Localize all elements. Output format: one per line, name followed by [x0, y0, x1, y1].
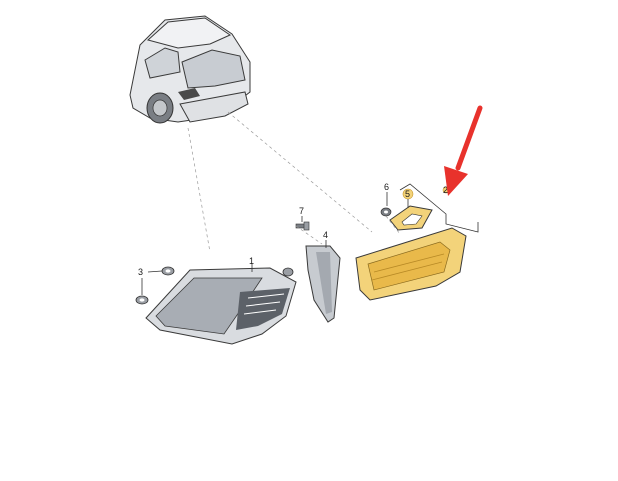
- callout-5-label: 5: [405, 189, 410, 199]
- callout-7-label: 7: [299, 206, 304, 216]
- callout-5: 5: [402, 188, 414, 208]
- callout-2-label: 2: [443, 185, 448, 195]
- callout-1-label: 1: [249, 256, 254, 266]
- callout-6: 6: [384, 182, 389, 206]
- part-7-screw[interactable]: [295, 221, 310, 231]
- callout-4: 4: [323, 230, 328, 248]
- vehicle-overview: [129, 15, 251, 124]
- part-5-gasket[interactable]: [389, 205, 433, 231]
- callout-3-label: 3: [138, 267, 143, 277]
- part-1-outer-tail-light[interactable]: [145, 267, 297, 345]
- callout-7: 7: [299, 206, 304, 222]
- part-3-grommets[interactable]: [135, 266, 294, 305]
- part-4-bracket[interactable]: [305, 245, 341, 323]
- red-arrow-indicator: [444, 105, 483, 196]
- callout-6-label: 6: [384, 182, 389, 192]
- part-6-nut[interactable]: [380, 207, 392, 217]
- callout-4-label: 4: [323, 230, 328, 240]
- callout-1: 1: [249, 256, 254, 272]
- callout-3: 3: [138, 267, 163, 295]
- part-2-inner-tail-light[interactable]: [355, 227, 467, 301]
